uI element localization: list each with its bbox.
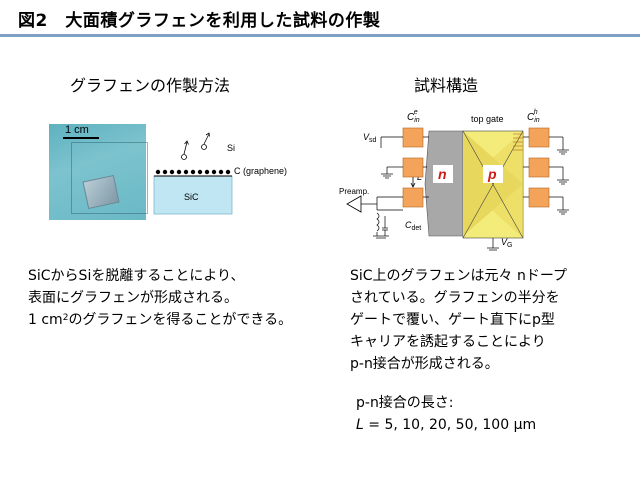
si-arrows [183,132,210,155]
right-contacts [528,127,550,208]
left-description: SiCからSiを脱離することにより、 表面にグラフェンが形成される。 1 cm2… [28,265,292,331]
scale-label: 1 cm [65,124,89,136]
left-heading: グラフェンの作製方法 [70,76,231,95]
graphene-dots [155,169,231,175]
sic-label: SiC [184,192,199,202]
preamp-triangle [346,195,362,213]
left-wiring [361,136,429,211]
cin-e-label: Cine [407,109,420,124]
right-heading: 試料構造 [414,76,479,95]
length-title: p-n接合の長さ: [356,395,454,411]
left-line-3: 1 cm2のグラフェンを得ることができる。 [28,312,293,328]
device-schematic: n p L Preamp. [339,109,569,251]
vsd-label: Vsd [363,132,377,144]
si-atoms [181,144,207,160]
right-line-5: p-n接合が形成される。 [350,356,499,372]
left-line-1: SiCからSiを脱離することにより、 [28,268,245,284]
right-line-1: SiC上のグラフェンは元々 nドープ [350,268,568,284]
sample-frame [71,142,148,214]
cdet-wiring [373,212,389,239]
scale-bar [63,137,99,139]
right-line-3: ゲートで覆い、ゲート直下にp型 [350,312,555,328]
length-info: p-n接合の長さ: L = 5, 10, 20, 50, 100 μm [356,392,536,436]
title-underline [0,34,640,37]
right-description: SiC上のグラフェンは元々 nドープ されている。グラフェンの半分を ゲートで覆… [350,265,567,375]
preamp-label: Preamp. [339,187,369,196]
right-line-2: されている。グラフェンの半分を [350,290,560,306]
right-line-4: キャリアを誘起することにより [350,334,546,350]
right-wiring [523,136,569,215]
length-values-line: L = 5, 10, 20, 50, 100 μm [356,417,537,433]
sic-diagram: Si C (graphene) SiC [153,132,287,215]
si-label: Si [227,143,235,153]
cin-h-label: Cinh [527,109,540,124]
gate-stripes [513,133,523,151]
left-line-2: 表面にグラフェンが形成される。 [28,290,238,306]
n-label: n [438,166,447,182]
page-title: 図2 大面積グラフェンを利用した試料の作製 [18,11,381,31]
p-label: p [487,166,497,182]
graphene-label: C (graphene) [234,166,287,176]
left-contacts [402,127,424,208]
vg-label: VG [501,237,512,249]
top-gate-label: top gate [471,114,504,124]
sample-photo: 1 cm [49,124,148,220]
p-label-box [483,165,503,183]
cdet-label: Cdet [405,220,421,232]
vg-wiring [487,238,499,251]
n-label-box [433,165,453,183]
